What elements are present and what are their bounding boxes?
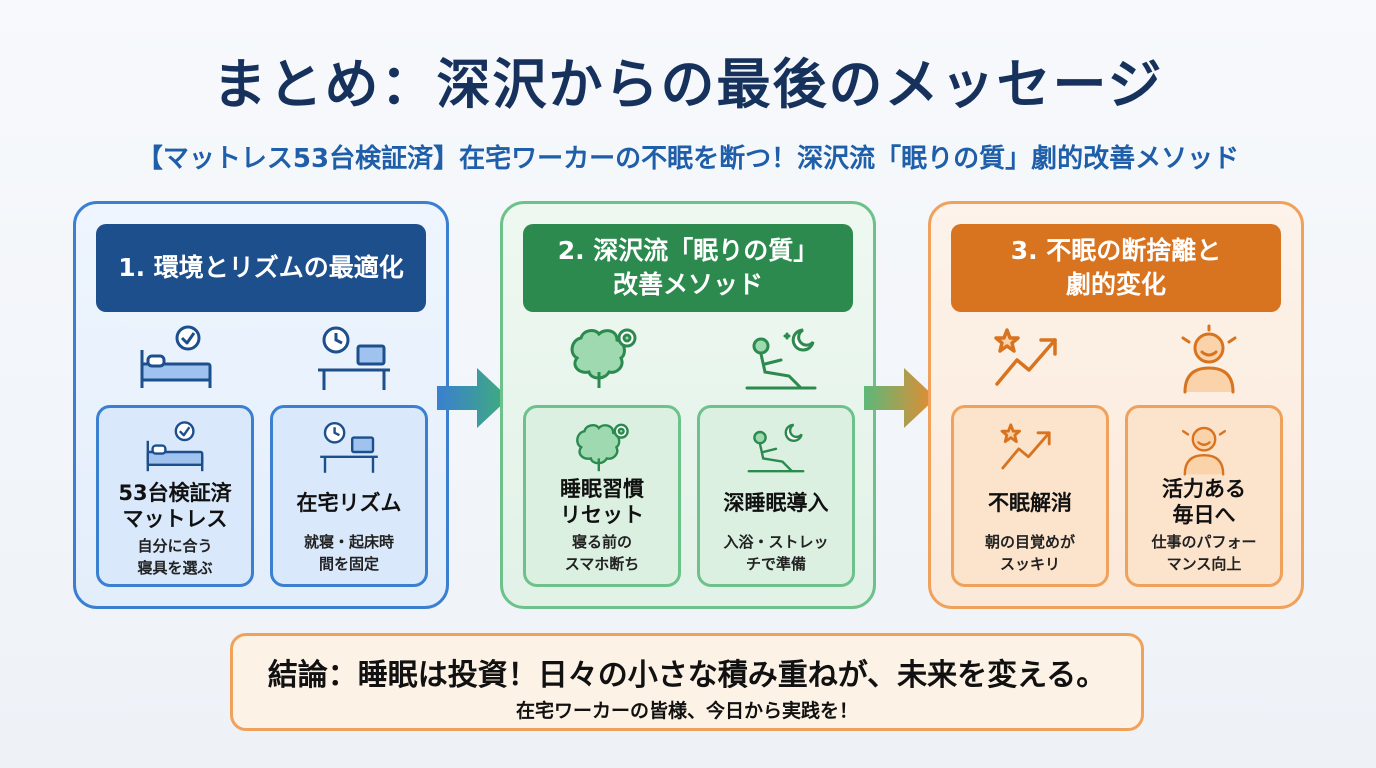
card-title: 53台検証済 マットレス bbox=[118, 481, 232, 532]
card-sleep-habit-reset: 睡眠習慣 リセット 寝る前の スマホ断ち bbox=[523, 405, 681, 587]
smiling-person-icon bbox=[1181, 324, 1237, 394]
panel-sleep-quality-method: 2. 深沢流「眠りの質」 改善メソッド 睡眠習慣 リセット bbox=[500, 201, 876, 609]
page-subtitle: 【マットレス53台検証済】在宅ワーカーの不眠を断つ！深沢流「眠りの質」劇的改善メ… bbox=[136, 144, 1240, 174]
desk-clock-icon bbox=[320, 422, 378, 473]
arrow-right-icon bbox=[437, 368, 509, 428]
panel-heading: 3. 不眠の断捨離と 劇的変化 bbox=[951, 224, 1281, 312]
card-insomnia-resolved: 不眠解消 朝の目覚めが スッキリ bbox=[951, 405, 1109, 587]
page-title: まとめ：深沢からの最後のメッセージ bbox=[212, 53, 1164, 116]
card-energetic-days: 活力ある 毎日へ 仕事のパフォー マンス向上 bbox=[1125, 405, 1283, 587]
card-mattress: 53台検証済 マットレス 自分に合う 寝具を選ぶ bbox=[96, 405, 254, 587]
card-title: 活力ある 毎日へ bbox=[1162, 477, 1246, 528]
arrow-right-icon bbox=[864, 368, 936, 428]
panel-insomnia-declutter: 3. 不眠の断捨離と 劇的変化 不眠解消 朝の目覚めが スッキリ bbox=[928, 201, 1304, 609]
panel-heading: 2. 深沢流「眠りの質」 改善メソッド bbox=[523, 224, 853, 312]
card-desc: 寝る前の スマホ断ち bbox=[564, 533, 640, 573]
card-desc: 就寝・起床時 間を固定 bbox=[303, 533, 394, 573]
panel-heading: 1. 環境とリズムの最適化 bbox=[96, 224, 426, 312]
card-title: 深睡眠導入 bbox=[723, 491, 829, 515]
star-trend-up-icon bbox=[994, 328, 1057, 386]
card-title: 不眠解消 bbox=[988, 491, 1072, 515]
card-home-rhythm: 在宅リズム 就寝・起床時 間を固定 bbox=[270, 405, 428, 587]
smiling-person-icon bbox=[1182, 426, 1226, 476]
star-trend-up-icon bbox=[1000, 423, 1051, 470]
reclining-person-moon-icon bbox=[747, 423, 805, 473]
brain-gear-icon bbox=[576, 423, 629, 472]
card-desc: 入浴・ストレッ チで準備 bbox=[723, 533, 829, 573]
card-desc: 仕事のパフォー マンス向上 bbox=[1151, 533, 1257, 573]
card-deep-sleep-induction: 深睡眠導入 入浴・ストレッ チで準備 bbox=[697, 405, 855, 587]
panel-environment-rhythm: 1. 環境とリズムの最適化 53台検証済 bbox=[73, 201, 449, 609]
card-desc: 朝の目覚めが スッキリ bbox=[984, 533, 1075, 573]
bed-check-icon bbox=[140, 325, 212, 388]
desk-clock-icon bbox=[318, 326, 390, 390]
bed-check-icon bbox=[146, 421, 204, 472]
conclusion-sub: 在宅ワーカーの皆様、今日から実践を！ bbox=[515, 700, 858, 722]
card-title: 睡眠習慣 リセット bbox=[560, 477, 644, 528]
conclusion-main: 結論：睡眠は投資！日々の小さな積み重ねが、未来を変える。 bbox=[267, 658, 1107, 693]
brain-gear-icon bbox=[570, 328, 637, 388]
conclusion-box: 結論：睡眠は投資！日々の小さな積み重ねが、未来を変える。 在宅ワーカーの皆様、今… bbox=[230, 633, 1144, 731]
card-desc: 自分に合う 寝具を選ぶ bbox=[137, 537, 213, 577]
card-title: 在宅リズム bbox=[296, 491, 402, 515]
reclining-person-moon-icon bbox=[745, 328, 817, 390]
